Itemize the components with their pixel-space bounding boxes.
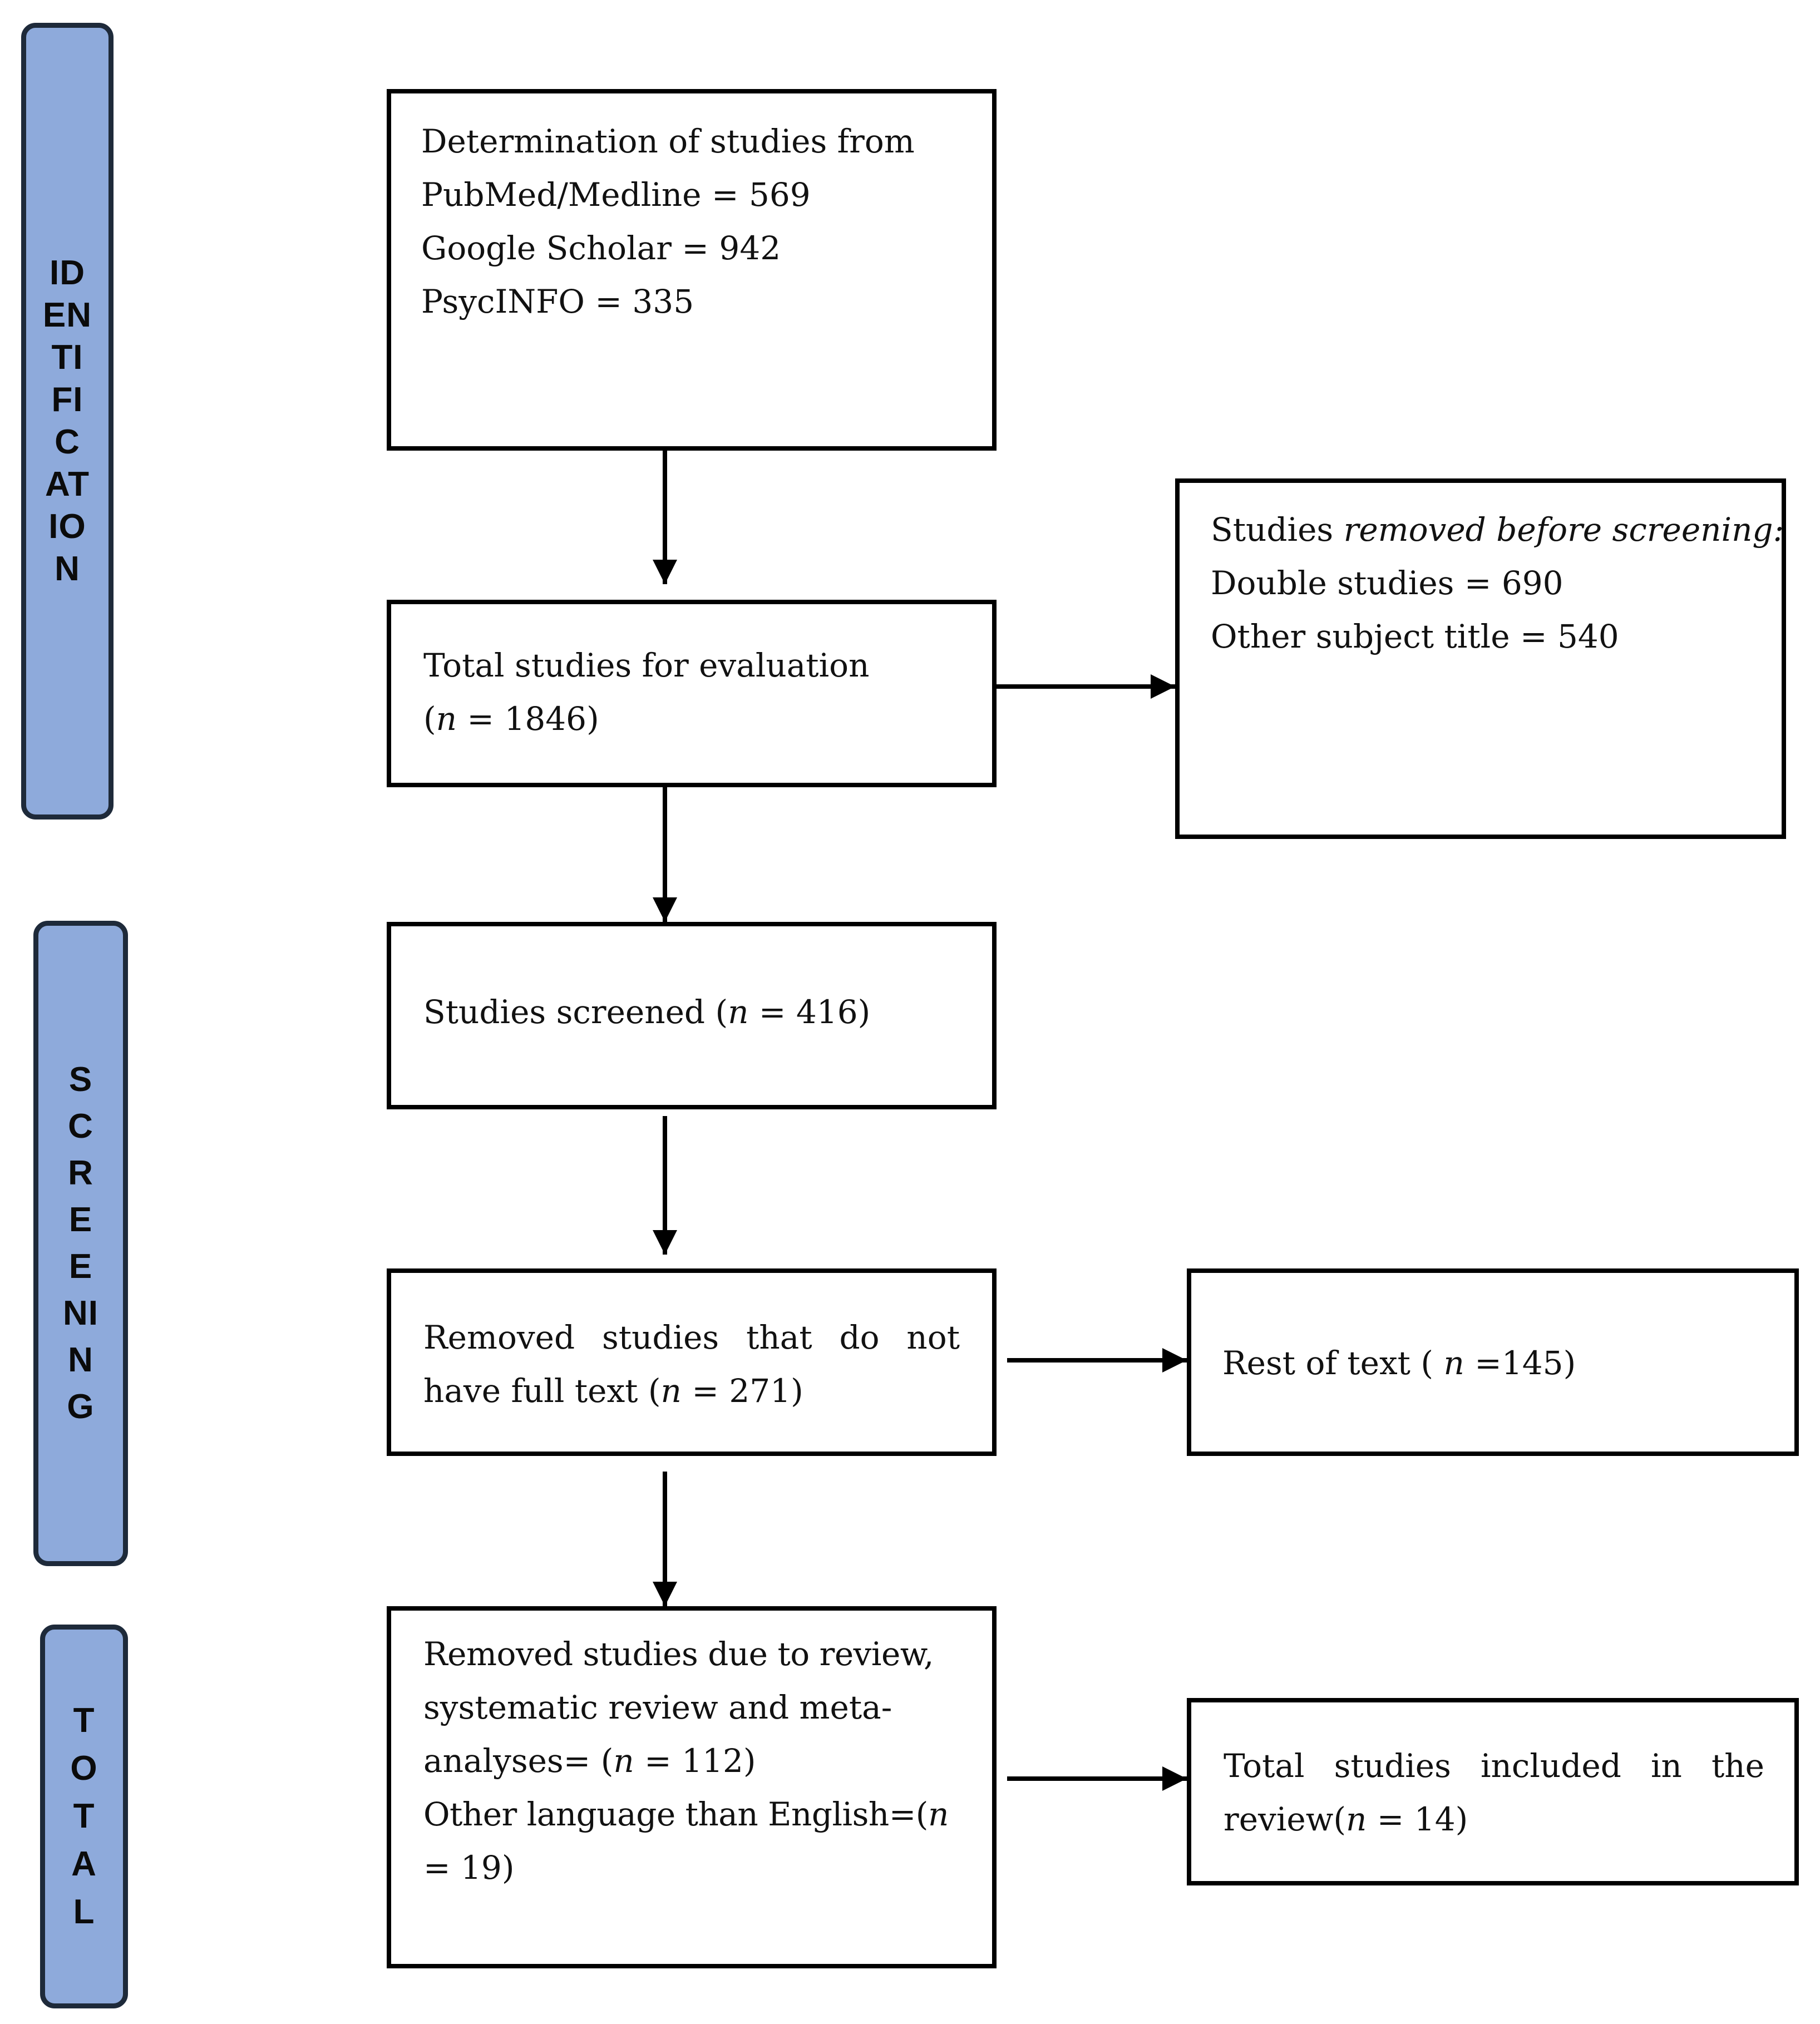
box-total-included: Total studies included in the review(n =…	[1187, 1698, 1799, 1885]
phase-letter: IO	[48, 507, 86, 546]
phase-letter: L	[73, 1893, 95, 1931]
phase-letter: TI	[51, 338, 83, 377]
phase-letter: R	[68, 1154, 93, 1192]
double-studies-count: Double studies = 690	[1211, 564, 1563, 602]
box-studies-screened: Studies screened (n = 416)	[387, 922, 997, 1109]
language-count: = 19)	[423, 1849, 515, 1887]
box-study-sources: Determination of studies from PubMed/Med…	[387, 89, 997, 451]
psycinfo-count: PsycINFO = 335	[421, 283, 694, 320]
box-removed-no-full-text: Removed studies that do not have full te…	[387, 1268, 997, 1456]
sources-heading: Determination of studies from	[421, 122, 915, 160]
included-line-1: Total studies included in the	[1224, 1747, 1764, 1785]
phase-letter: C	[55, 423, 80, 461]
box-removed-before-screening: Studies removed before screening: Double…	[1175, 478, 1786, 839]
screened-count: Studies screened (n = 416)	[423, 993, 871, 1031]
box-rest-of-text: Rest of text ( n =145)	[1187, 1268, 1799, 1456]
phase-letter: C	[68, 1107, 93, 1146]
phase-letter: E	[68, 1247, 93, 1286]
other-subject-count: Other subject title = 540	[1211, 618, 1619, 655]
reviews-line-1: Removed studies due to review,	[423, 1635, 934, 1673]
box-total-for-evaluation: Total studies for evaluation (n = 1846)	[387, 600, 997, 787]
phase-total-label: T O T A L	[40, 1625, 128, 2008]
phase-letter: N	[68, 1341, 93, 1379]
google-scholar-count: Google Scholar = 942	[421, 229, 781, 267]
rest-count: Rest of text ( n =145)	[1222, 1344, 1576, 1382]
phase-letter: AT	[45, 465, 90, 503]
phase-letter: T	[73, 1701, 95, 1740]
evaluation-count: (n = 1846)	[423, 700, 599, 738]
phase-screening-label: S C R E E NI N G	[33, 921, 128, 1566]
phase-letter: E	[68, 1201, 93, 1239]
phase-letter: O	[70, 1749, 98, 1788]
phase-letter: ID	[50, 254, 85, 292]
removed-heading: Studies removed before screening:	[1211, 511, 1784, 549]
phase-identification-label: ID EN TI FI C AT IO N	[21, 23, 114, 820]
phase-letter: EN	[42, 296, 92, 334]
phase-letter: NI	[63, 1294, 98, 1332]
phase-letter: G	[67, 1388, 95, 1426]
evaluation-heading: Total studies for evaluation	[423, 646, 870, 684]
language-line: Other language than English=(n	[423, 1795, 949, 1833]
phase-letter: S	[68, 1060, 93, 1099]
reviews-line-2: systematic review and meta-	[423, 1689, 892, 1726]
reviews-count: analyses= (n = 112)	[423, 1742, 756, 1780]
box-removed-reviews-and-language: Removed studies due to review, systemati…	[387, 1606, 997, 1968]
phase-letter: A	[71, 1845, 97, 1883]
pubmed-count: PubMed/Medline = 569	[421, 176, 811, 214]
fulltext-line-1: Removed studies that do not	[423, 1319, 960, 1356]
phase-letter: N	[55, 550, 80, 588]
included-count: review(n = 14)	[1224, 1800, 1468, 1838]
phase-letter: FI	[51, 381, 83, 419]
phase-letter: T	[73, 1797, 95, 1835]
fulltext-count: have full text (n = 271)	[423, 1372, 803, 1410]
